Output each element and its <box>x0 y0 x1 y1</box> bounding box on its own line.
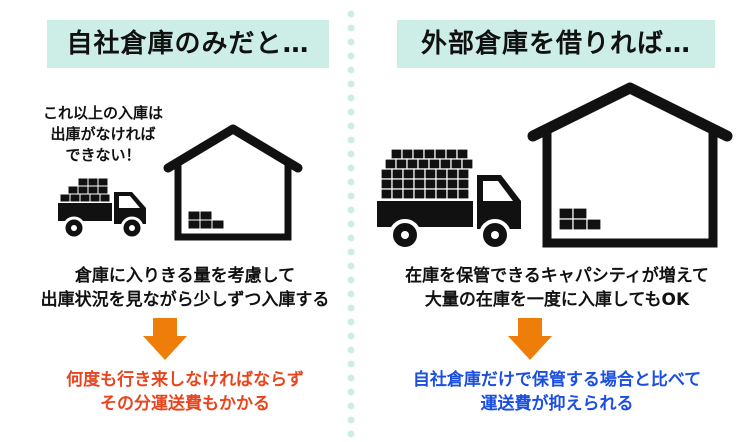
right-desc-line-2: 大量の在庫を一度に入庫してもOK <box>424 290 690 310</box>
left-desc-line-1: 倉庫に入りきる量を考慮して <box>74 266 296 286</box>
right-result: 自社倉庫だけで保管する場合と比べて 運送費が抑えられる <box>377 368 737 416</box>
right-title: 外部倉庫を借りれば… <box>397 20 715 68</box>
right-result-line-1: 自社倉庫だけで保管する場合と比べて <box>412 370 702 390</box>
left-result: 何度も行き来しなければならず その分運送費もかかる <box>10 368 360 416</box>
left-result-line-1: 何度も行き来しなければならず <box>66 370 304 390</box>
right-desc-line-1: 在庫を保管できるキャパシティが増えて <box>405 266 709 286</box>
left-note: これ以上の入庫は 出庫がなければ できない！ <box>28 103 178 166</box>
left-description: 倉庫に入りきる量を考慮して 出庫状況を見ながら少しずつ入庫する <box>10 264 360 312</box>
right-description: 在庫を保管できるキャパシティが増えて 大量の在庫を一度に入庫してもOK <box>377 264 737 312</box>
left-note-line-1: これ以上の入庫は <box>42 104 163 122</box>
truck-large-icon <box>377 148 521 251</box>
warehouse-large-icon <box>527 82 733 248</box>
warehouse-small-icon <box>163 124 303 241</box>
left-panel: 自社倉庫のみだと… これ以上の入庫は 出庫がなければ できない！ <box>10 20 360 416</box>
left-note-line-2: 出庫がなければ <box>50 125 156 143</box>
right-result-line-2: 運送費が抑えられる <box>480 394 634 414</box>
truck-small-icon <box>58 177 146 240</box>
left-result-line-2: その分運送費もかかる <box>100 394 270 414</box>
dotted-divider <box>347 10 355 438</box>
down-arrow-icon <box>143 318 187 360</box>
left-desc-line-2: 出庫状況を見ながら少しずつ入庫する <box>40 290 330 310</box>
down-arrow-icon <box>508 318 552 360</box>
left-title: 自社倉庫のみだと… <box>47 20 329 68</box>
left-note-line-3: できない！ <box>65 146 141 164</box>
right-panel: 外部倉庫を借りれば… <box>377 0 754 442</box>
